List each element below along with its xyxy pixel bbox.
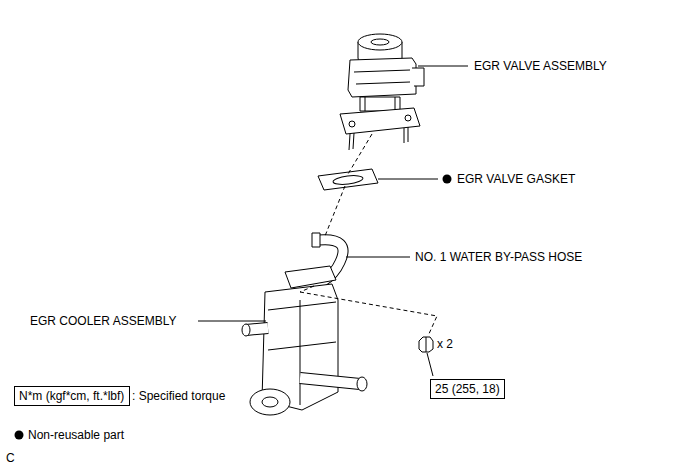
nut-drawing: [419, 337, 433, 352]
part-name: EGR VALVE ASSEMBLY: [474, 59, 607, 73]
part-name: NO. 1 WATER BY-PASS HOSE: [415, 250, 582, 264]
legend-text: Non-reusable part: [28, 428, 124, 442]
part-name: EGR VALVE GASKET: [457, 172, 575, 186]
legend-text: : Specified torque: [132, 389, 225, 403]
egr-valve-drawing: [340, 34, 424, 150]
non-reusable-dot: [443, 175, 452, 184]
gasket-drawing: [318, 169, 378, 190]
legend-dot: [15, 431, 24, 440]
quantity: x 2: [437, 337, 453, 351]
torque-text: N*m (kgf*cm, ft.*lbf): [15, 387, 128, 405]
part-name: EGR COOLER ASSEMBLY: [30, 314, 177, 328]
alignment-line: [300, 134, 437, 336]
egr-cooler-drawing: [242, 233, 367, 415]
leader-line: [198, 66, 468, 376]
torque-box: 25 (255, 18): [430, 379, 505, 399]
figure-code: C: [6, 451, 15, 465]
torque-text: 25 (255, 18): [431, 380, 504, 398]
torque-unit-box: N*m (kgf*cm, ft.*lbf): [14, 386, 130, 406]
